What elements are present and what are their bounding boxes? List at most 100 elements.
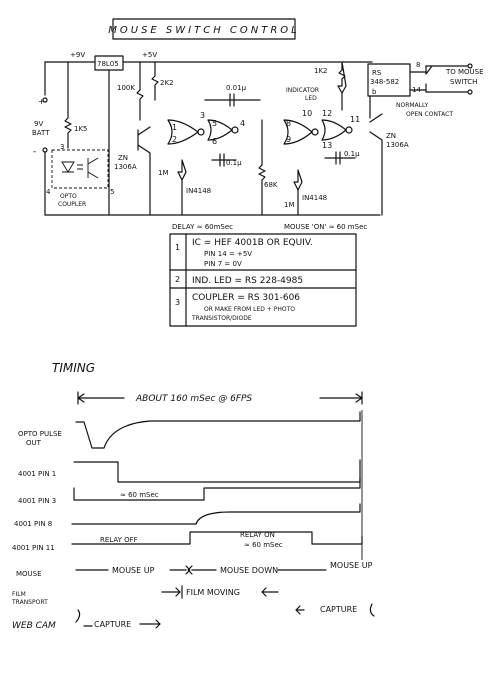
webcam-arrows-right: [295, 603, 375, 617]
gate-b-pin-12: 12: [322, 109, 332, 118]
resistor-1k5: [64, 61, 72, 149]
note-3-line-2: OR MAKE FROM LED + PHOTO: [204, 306, 295, 313]
row-label-film-2: TRANSPORT: [11, 599, 48, 606]
diode-in4148-left: [177, 159, 187, 216]
zn-right-2: 1306A: [386, 141, 409, 149]
opto-light-arrows: [77, 164, 83, 170]
indicator-label-1: INDICATOR: [286, 87, 319, 94]
contact-pin-14: 14: [412, 86, 421, 94]
resistor-100k: [136, 61, 144, 121]
battery-plus: +: [38, 97, 45, 106]
nor-gate-a: [167, 119, 199, 145]
note-2-line-1: IND. LED = RS 228-4985: [192, 276, 303, 286]
opto-pin-4: 4: [46, 188, 51, 196]
gate-b-pin-13: 13: [322, 141, 332, 150]
gate-b-bubble: [311, 128, 319, 136]
span-arrow-left: [77, 391, 125, 405]
relay-box: [367, 63, 411, 97]
film-moving: FILM MOVING: [186, 588, 240, 597]
cap-top-label: 0.01µ: [226, 84, 247, 92]
r-1m-left-label: 1M: [158, 169, 169, 177]
row-label-webcam: WEB CAM: [12, 621, 56, 631]
wave-pin8: [71, 503, 361, 525]
gate-a-pin-5: 5: [212, 119, 217, 128]
wave-opto-pulse: [75, 411, 361, 449]
note-3-line-3: TRANSISTOR/DIODE: [191, 315, 252, 322]
battery-label-1: 9V: [34, 120, 43, 128]
timing-heading: TIMING: [52, 361, 95, 375]
relay-label-3: b: [372, 88, 377, 96]
r-68k-label: 68K: [264, 181, 278, 189]
row-label-opto-1: OPTO PULSE: [18, 430, 62, 438]
capture-2: CAPTURE: [320, 605, 357, 614]
mouse-down: MOUSE DOWN: [220, 566, 278, 575]
opto-coupler-box: [51, 149, 109, 189]
schematic-title: MOUSE SWITCH CONTROL: [108, 25, 299, 36]
delay-right-label: MOUSE 'ON' ≈ 60 mSec: [284, 223, 367, 231]
note-1-line-2: PIN 14 = +5V: [204, 250, 252, 258]
row-label-opto-2: OUT: [26, 439, 42, 447]
pin3-note: ≈ 60 mSec: [120, 491, 159, 499]
gate-a2-bubble: [231, 126, 239, 134]
gate-b-pin-11: 11: [350, 115, 360, 124]
mouse-transition-1: [185, 565, 193, 575]
row-label-pin1: 4001 PIN 1: [18, 470, 56, 478]
cap-0.1-right: [324, 151, 356, 165]
battery-label-2: BATT: [32, 129, 50, 137]
r-1m-right-label: 1M: [284, 201, 295, 209]
note-2-num: 2: [175, 275, 180, 284]
opto-label-1: OPTO: [60, 193, 77, 200]
wave-pin1: [73, 459, 361, 483]
diode-left-label: IN4148: [186, 187, 211, 195]
opto-transistor-symbol: [87, 157, 99, 179]
notes-table: [169, 233, 357, 327]
relay-on-label-1: RELAY ON: [240, 531, 275, 539]
gate-a-pin-3: 3: [200, 111, 205, 120]
delay-left-label: DELAY ≈ 60mSec: [172, 223, 233, 231]
opto-led-symbol: [61, 161, 75, 173]
gate-a-pin-1: 1: [172, 123, 177, 132]
mouse-up-1: MOUSE UP: [112, 566, 155, 575]
capture-1: CAPTURE: [94, 620, 131, 629]
row-label-pin8: 4001 PIN 8: [14, 520, 52, 528]
r-100k-label: 100K: [117, 84, 135, 92]
relay-contact-wires: [409, 71, 427, 91]
opto-pin-3: 3: [60, 143, 64, 151]
note-1-line-3: PIN 7 = 0V: [204, 260, 242, 268]
gate-b-pin-9: 9: [286, 135, 291, 144]
mouse-up-2: MOUSE UP: [330, 561, 373, 570]
opto-label-2: COUPLER: [58, 201, 86, 208]
gate-a-pin-6: 6: [212, 137, 217, 146]
relay-on-label-2: ≈ 60 mSec: [244, 541, 283, 549]
resistor-2k2: [151, 61, 159, 101]
gate-a-pin-2: 2: [172, 135, 177, 144]
zn-left-2: 1306A: [114, 163, 137, 171]
zn-right-1: ZN: [386, 132, 396, 140]
note-1-line-1: IC = HEF 4001B OR EQUIV.: [192, 238, 313, 248]
transistor-zn-right: [369, 95, 383, 216]
wave-pin3: [73, 477, 361, 501]
note-3-line-1: COUPLER = RS 301-606: [192, 293, 300, 303]
cap-mid-label: 0.1µ: [226, 159, 242, 167]
relay-label-2: 348-582: [370, 78, 399, 86]
nor-gate-b2: [321, 119, 347, 141]
span-arrow-right: [319, 391, 363, 405]
diode-right-label: IN4148: [302, 194, 327, 202]
gate-b-pin-8: 8: [286, 119, 291, 128]
regulator-label: 78L05: [97, 60, 119, 68]
diode-in4148-right: [293, 169, 303, 216]
row-label-pin3: 4001 PIN 3: [18, 497, 56, 505]
gate-a-pin-4: 4: [240, 119, 245, 128]
zn-left-1: ZN: [118, 154, 128, 162]
relay-contact-switch: [425, 65, 433, 93]
supply-9v-label: +9V: [70, 51, 85, 59]
r-1k5-label: 1K5: [74, 125, 88, 133]
row-label-pin11: 4001 PIN 11: [12, 544, 55, 552]
film-arrows: [161, 585, 279, 599]
cap-0.1-mid: [211, 153, 237, 167]
normally-open-2: OPEN CONTACT: [406, 111, 453, 118]
nor-gate-a2: [207, 119, 233, 141]
r-1k2-label: 1K2: [314, 67, 328, 75]
